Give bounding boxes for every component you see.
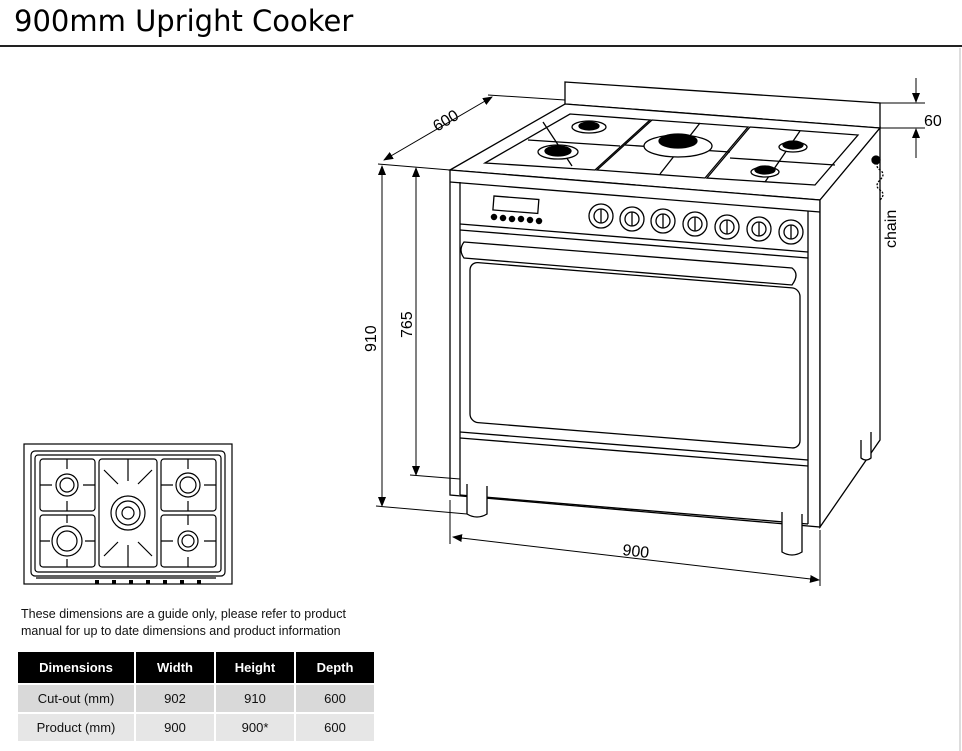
table-header-row: Dimensions Width Height Depth <box>18 652 374 683</box>
title-divider <box>0 45 962 47</box>
dim-inner-height-label: 765 <box>399 311 416 338</box>
dim-depth-label: 600 <box>430 107 462 135</box>
row-label: Cut-out (mm) <box>18 685 134 712</box>
chain-label: chain <box>883 210 900 248</box>
cell-height: 900* <box>216 714 294 741</box>
table-row: Cut-out (mm) 902 910 600 <box>18 685 374 712</box>
dim-backguard-label: 60 <box>924 113 942 130</box>
row-label: Product (mm) <box>18 714 134 741</box>
header-height: Height <box>216 652 294 683</box>
page-title: 900mm Upright Cooker <box>14 4 354 38</box>
cooker-side <box>819 126 881 530</box>
dimensions-table: Dimensions Width Height Depth Cut-out (m… <box>16 650 376 743</box>
cell-width: 900 <box>136 714 214 741</box>
header-width: Width <box>136 652 214 683</box>
hob-top-view <box>23 443 233 585</box>
cooker-drawing <box>447 81 884 556</box>
dimension-lines <box>375 78 925 586</box>
table-row: Product (mm) 900 900* 600 <box>18 714 374 741</box>
header-depth: Depth <box>296 652 374 683</box>
disclaimer-note: These dimensions are a guide only, pleas… <box>21 607 346 638</box>
chain <box>876 159 884 201</box>
dim-width-label: 900 <box>622 542 651 562</box>
control-knobs <box>588 203 804 245</box>
dim-total-height-label: 910 <box>363 325 380 352</box>
cell-depth: 600 <box>296 714 374 741</box>
oven-handle <box>460 241 797 286</box>
cell-width: 902 <box>136 685 214 712</box>
cell-height: 910 <box>216 685 294 712</box>
cell-depth: 600 <box>296 685 374 712</box>
header-dimensions: Dimensions <box>18 652 134 683</box>
oven-window <box>469 261 801 449</box>
